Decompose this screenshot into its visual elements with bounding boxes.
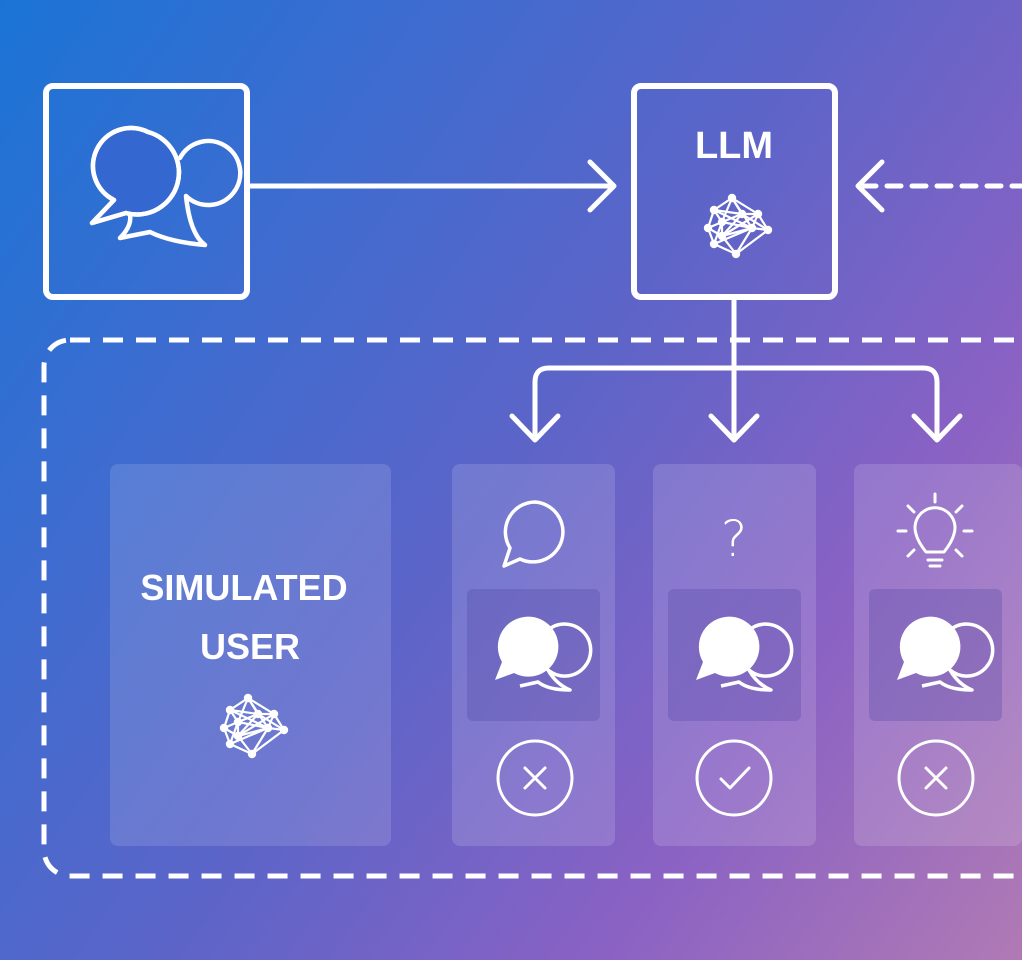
- response-column-chat: [452, 464, 615, 846]
- response-column-question: ?: [653, 464, 816, 846]
- feedback-arrow: [855, 159, 1022, 213]
- llm-label: LLM: [695, 125, 773, 167]
- llm-box: LLM: [631, 83, 838, 300]
- neural-network-icon: [702, 192, 774, 260]
- simulation-container: [41, 337, 1022, 879]
- simulated-user-line1: SIMULATED: [140, 567, 347, 608]
- input-chat-box: [43, 83, 250, 300]
- simulated-user-line2: USER: [200, 626, 300, 667]
- question-mark-icon: ?: [721, 510, 748, 568]
- chat-bubbles-icon: [495, 616, 593, 692]
- chat-bubbles-icon: [696, 616, 794, 692]
- branch-arrows: [509, 295, 963, 443]
- cross-circle-icon: [496, 739, 574, 817]
- chat-bubbles-icon: [897, 616, 995, 692]
- response-column-idea: [854, 464, 1022, 846]
- lightbulb-icon: [896, 492, 974, 568]
- simulated-user-panel: SIMULATED USER: [110, 464, 391, 846]
- check-circle-icon: [695, 739, 773, 817]
- arrow-input-to-llm: [247, 159, 617, 213]
- cross-circle-icon: [897, 739, 975, 817]
- chat-bubble-icon: [502, 500, 565, 568]
- chat-bubbles-icon: [89, 125, 243, 248]
